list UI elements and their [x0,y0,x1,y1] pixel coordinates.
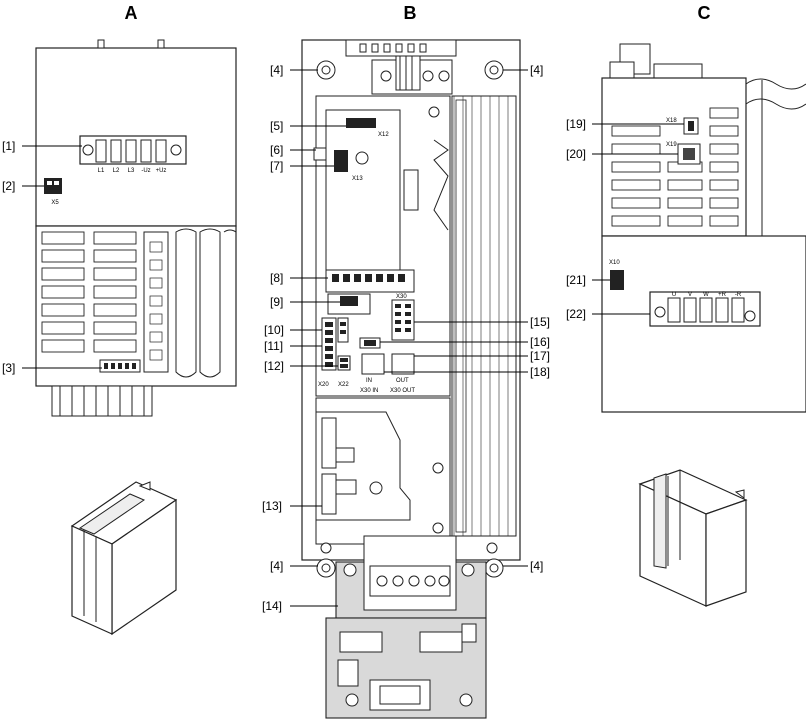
callout-b-4-bottom-left: [4] [270,559,283,573]
x13-header [334,150,348,172]
callout-b-11: [11] [264,339,283,353]
x12-header [346,118,376,128]
out-label: OUT [396,378,409,384]
view-letter-a: A [125,3,138,23]
callout-b-5: [5] [270,119,283,133]
x22-label: X22 [338,382,349,388]
view-b-front-view: X12 X13 X30 X20 X22 IN OUT X30 I [262,39,550,719]
x13-label: X13 [352,176,363,182]
x30-in-label: X30 IN [360,388,378,394]
callout-b-8: [8] [270,271,283,285]
shield-plate-accessory [325,535,487,719]
x10-label: X10 [609,260,620,266]
x12-label: X12 [378,132,389,138]
view-c-isometric [638,469,748,607]
callout-b-17: [17] [530,349,550,363]
callout-b-6: [6] [270,143,283,157]
terminal-label-v: V [688,292,692,298]
x19-label: X19 [666,142,677,148]
view-a-isometric [70,481,178,636]
x10-connector [610,270,624,290]
terminal-label-r-plus: +R [718,292,727,298]
callout-b-4-bottom-right: [4] [530,559,543,573]
terminal-label-r-minus: -R [735,292,742,298]
callout-c-19: [19] [566,117,586,131]
terminal-label-u: U [672,292,676,298]
x18-label: X18 [666,118,677,124]
callout-b-7: [7] [270,159,283,173]
callout-b-4-top-right: [4] [530,63,543,77]
terminal-label-l1: L1 [98,168,105,174]
view-letter-c: C [698,3,711,23]
callout-a-3: [3] [2,361,15,375]
terminal-label-l2: L2 [113,168,120,174]
callout-b-14: [14] [262,599,282,613]
terminal-label-l3: L3 [128,168,135,174]
view-a-top-view: L1 L2 L3 -Uz +Uz X5 [2,39,237,636]
x30-out-label: X30 OUT [390,388,415,394]
view-c-bottom-view: X18 X19 X10 U V W +R -R [19] [20] [21] [… [566,43,806,607]
callout-b-9: [9] [270,295,283,309]
callout-c-20: [20] [566,147,586,161]
terminal-label-uz-minus: -Uz [141,168,150,174]
callout-a-2: [2] [2,179,15,193]
callout-c-21: [21] [566,273,586,287]
callout-b-13: [13] [262,499,282,513]
in-label: IN [366,378,372,384]
callout-b-15: [15] [530,315,550,329]
terminal-label-w: W [703,292,709,298]
terminal-label-uz-plus: +Uz [156,168,167,174]
x30-label: X30 [396,294,407,300]
callout-b-16: [16] [530,335,550,349]
x5-label: X5 [51,200,59,206]
heatsink-fins [451,95,517,537]
callout-b-4-top-left: [4] [270,63,283,77]
callout-b-10: [10] [264,323,284,337]
callout-c-22: [22] [566,307,586,321]
callout-a-1: [1] [2,139,15,153]
view-letter-b: B [404,3,417,23]
x5-connector [44,178,62,194]
x20-label: X20 [318,382,329,388]
callout-b-18: [18] [530,365,550,379]
callout-b-12: [12] [264,359,284,373]
